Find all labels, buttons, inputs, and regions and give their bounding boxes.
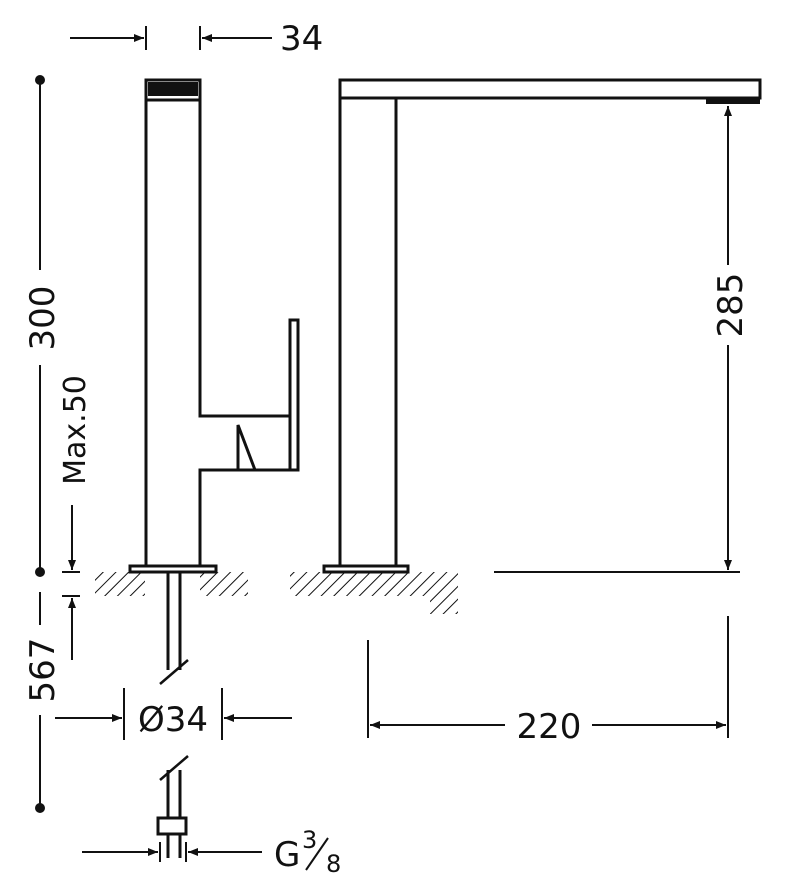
label-hose-567: 567 xyxy=(23,638,63,703)
countertop xyxy=(95,571,740,614)
hose xyxy=(156,572,189,858)
counter-mid xyxy=(200,572,248,596)
aerator xyxy=(706,98,760,104)
side-view xyxy=(128,78,300,574)
dim-connection xyxy=(82,842,262,862)
dim-width-34 xyxy=(70,26,272,50)
label-width-34: 34 xyxy=(280,19,323,59)
spout-outline xyxy=(338,78,762,568)
label-height-285: 285 xyxy=(711,273,751,338)
front-base-plate xyxy=(322,564,410,574)
label-height-300: 300 xyxy=(23,286,63,351)
reference-dots xyxy=(35,75,45,813)
label-diameter-34: Ø34 xyxy=(138,700,208,740)
dim-reach-220 xyxy=(367,616,729,738)
lever-hinge xyxy=(236,424,258,472)
label-reach-220: 220 xyxy=(517,707,582,747)
label-connection: G 3 8 xyxy=(274,826,341,878)
side-body-outline xyxy=(144,78,300,568)
dim-max-50 xyxy=(62,505,80,660)
front-view xyxy=(322,78,762,574)
svg-text:8: 8 xyxy=(326,850,341,878)
label-max-50: Max.50 xyxy=(58,375,93,485)
hose-fitting xyxy=(156,816,188,836)
side-base-plate xyxy=(128,564,218,574)
counter-left xyxy=(95,572,145,596)
dim-diameter-34 xyxy=(55,688,292,740)
side-body-cap xyxy=(148,82,198,96)
svg-text:3: 3 xyxy=(302,826,317,854)
svg-text:G: G xyxy=(274,835,300,875)
counter-right xyxy=(290,572,458,614)
